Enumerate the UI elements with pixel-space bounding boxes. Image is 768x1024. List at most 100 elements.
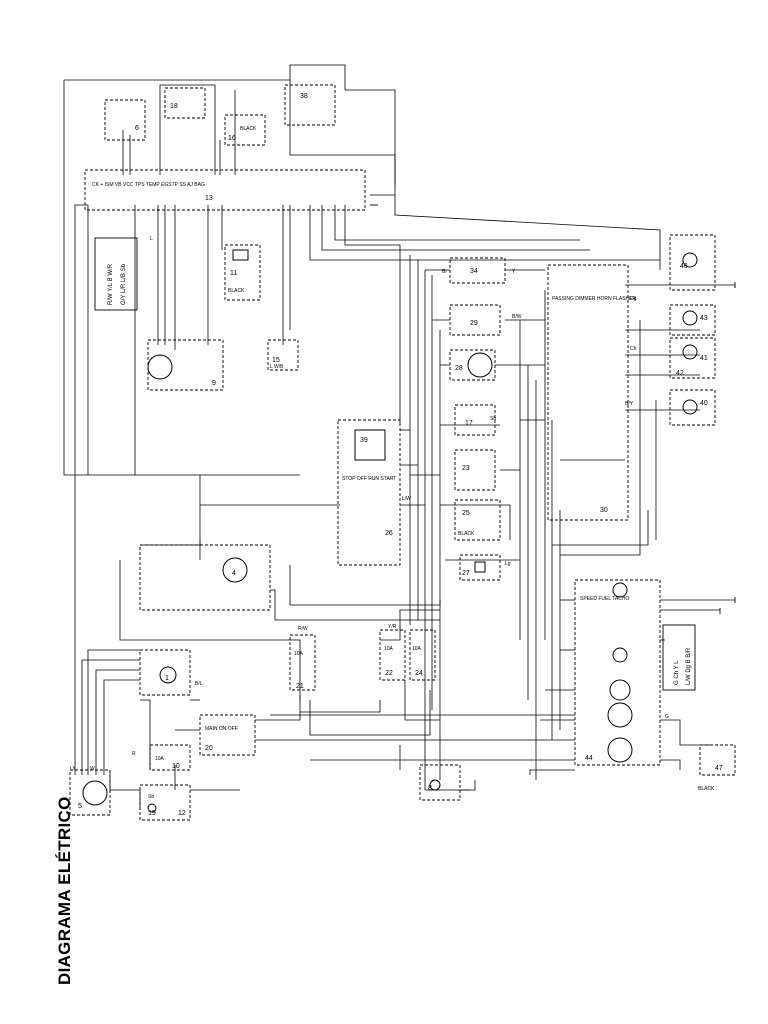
component-28-box (449, 349, 496, 381)
component-44-box (574, 579, 661, 766)
component-27-box (459, 554, 501, 581)
wire-label-g: G (665, 714, 669, 720)
label-27: 27 (462, 570, 470, 577)
fuse-21-text: 10A (294, 651, 304, 657)
wire-label-lg: Lg (505, 561, 511, 567)
component-texts: CK + ISM VB VCC TPS TEMP EGSTP SS AJ BAG… (92, 126, 715, 792)
fuse-10-text: 10A (155, 756, 165, 762)
label-43: 43 (700, 315, 708, 322)
fuse-24-text: 10A (412, 646, 422, 652)
switch-contact-symbol (147, 803, 157, 813)
label-46: 46 (680, 263, 688, 270)
wire-label-sb2: Sb (490, 416, 496, 422)
main-fuse-symbol (159, 666, 177, 684)
component-10-box (149, 744, 191, 771)
component-21-box (289, 634, 316, 691)
label-47: 47 (715, 765, 723, 772)
component-43-box (669, 304, 716, 336)
ignition-coil-symbol (354, 429, 386, 461)
wire-label-rw: R/W (298, 626, 308, 632)
component-38-box (284, 84, 336, 126)
component-29-box (449, 304, 501, 336)
label-5: 5 (78, 803, 82, 810)
legend-left-line-2: G/Y L/R L/B Sb (121, 263, 127, 305)
handlebar-30-text: PASSING DIMMER HORN FLASHER (552, 296, 636, 302)
label-15: 15 (272, 357, 280, 364)
legend-left-line-1: R/W Y/L B W/R (108, 263, 114, 305)
wire-label-br: Br (442, 269, 447, 275)
starter-relay-symbol (222, 557, 248, 583)
wire-network (63, 64, 735, 810)
label-17: 17 (465, 420, 473, 427)
label-22: 22 (385, 670, 393, 677)
label-38: 38 (300, 93, 308, 100)
component-20-box (199, 714, 256, 756)
component-17-box (454, 404, 496, 436)
ground-symbols (370, 204, 736, 614)
fuel-gauge-symbol (607, 702, 633, 728)
wire-label-bl: B/L (195, 681, 203, 687)
label-21: 21 (296, 683, 304, 690)
label-10: 10 (172, 763, 180, 770)
label-34: 34 (470, 268, 478, 275)
component-41-box (669, 337, 716, 379)
label-44: 44 (585, 755, 593, 762)
wire-label-yr: Y/R (388, 624, 397, 630)
label-1: 1 (165, 675, 169, 682)
warning-light-symbol (612, 582, 628, 598)
wire-label-dg: Dg (630, 296, 637, 302)
wire-label-l: L (150, 236, 153, 242)
label-41: 41 (700, 355, 708, 362)
ac-generator-symbol (82, 780, 108, 806)
label-28: 28 (455, 365, 463, 372)
component-22-box (379, 629, 406, 681)
fuse-22-text: 10A (384, 646, 394, 652)
neutral-light-symbol (612, 647, 628, 663)
wire-label-y: Y (512, 269, 516, 275)
component-16-box (224, 114, 266, 146)
symbols (82, 249, 698, 813)
wire-label-lw: L/W (402, 496, 411, 502)
label-12: 12 (178, 810, 186, 817)
label-30: 30 (600, 507, 608, 514)
label-20: 20 (205, 745, 213, 752)
component-46-box (669, 234, 716, 291)
component-40-box (669, 389, 716, 426)
sensor-15-text: L W/B (270, 364, 284, 370)
relay-16-text: BLACK (240, 126, 257, 132)
headlight-symbol (682, 310, 698, 326)
switch-25-text: BLACK (458, 531, 475, 537)
component-1-box (139, 649, 191, 696)
label-29: 29 (470, 320, 478, 327)
label-8: 8 (428, 785, 432, 792)
component-boxes (69, 84, 736, 821)
wire-label-ch: Ch (630, 346, 637, 352)
legend-left: R/W Y/L B W/R G/Y L/R L/B Sb (94, 237, 138, 311)
handlebar-39-text: STOP OFF RUN START (342, 476, 396, 482)
label-25: 25 (462, 510, 470, 517)
label-13: 13 (205, 195, 213, 202)
wire-label-r: R (132, 751, 136, 757)
label-4: 4 (232, 570, 236, 577)
legend-right-line-1: G Ch Y L (674, 660, 680, 685)
label-16: 16 (228, 135, 236, 142)
component-15-box (267, 339, 299, 371)
label-42: 42 (676, 370, 684, 377)
ecu-pin-text: CK + ISM VB VCC TPS TEMP EGSTP SS AJ BAG (92, 182, 205, 188)
label-23: 23 (462, 465, 470, 472)
legend-right-line-2: L/W Dg B B/R (686, 647, 692, 685)
component-11-box (224, 244, 261, 301)
switch-20-text: MAIN ON OFF (205, 726, 238, 732)
component-4-box (139, 544, 271, 611)
label-19: 19 (148, 810, 156, 817)
wire-labels: LY Sb W R B/L R/W L Y/R Br B/Y G Y B/W D… (70, 236, 669, 800)
sensor-11-text: BLACK (228, 288, 245, 294)
wire-label-by: B/Y (625, 401, 634, 407)
meter-44-text: SPEED FUEL TACHO (580, 596, 629, 602)
component-23-box (454, 449, 496, 491)
label-9: 9 (212, 380, 216, 387)
component-5-box (69, 769, 111, 816)
wire-label-sb: Sb (148, 794, 154, 800)
component-labels: 1 4 5 6 8 9 10 11 12 13 15 16 17 18 19 2… (78, 93, 723, 817)
